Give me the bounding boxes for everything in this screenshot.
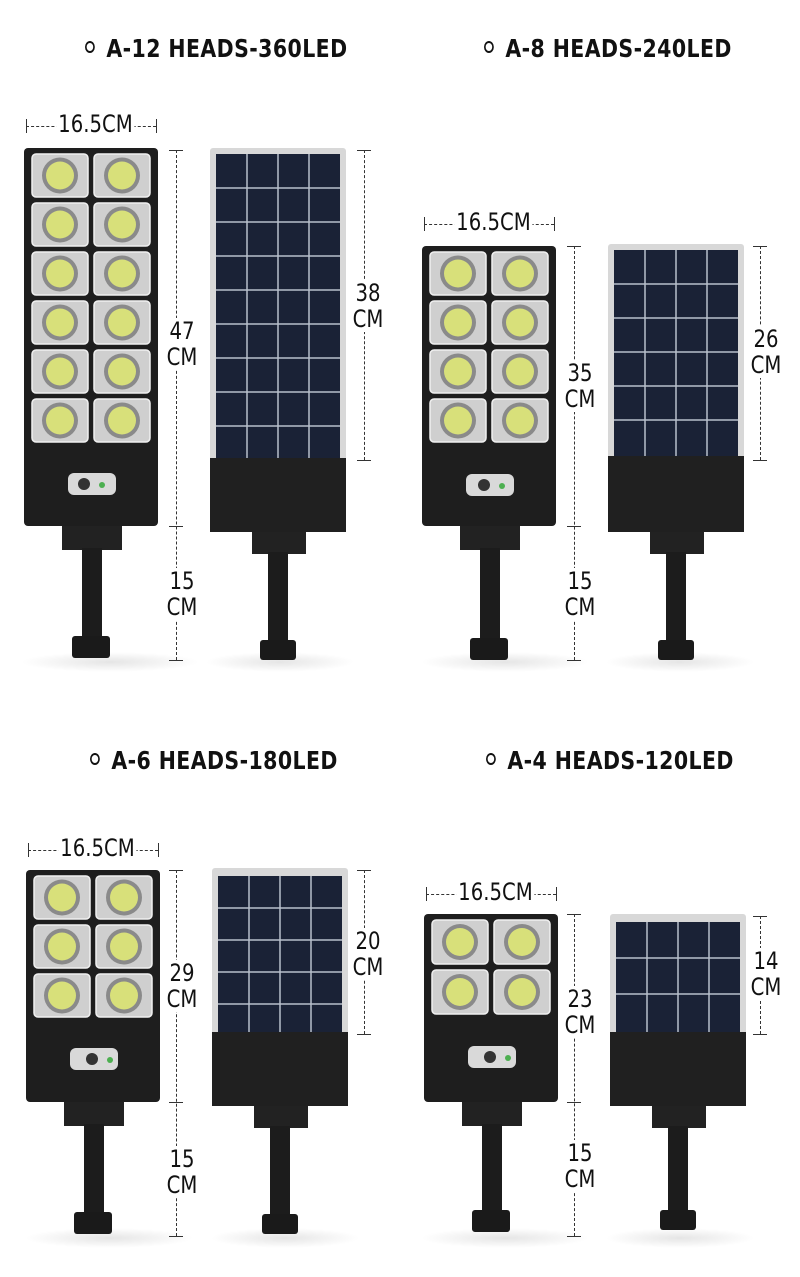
panel-title-a12: A-12 HEADS-360LED bbox=[85, 34, 348, 63]
led-chip bbox=[46, 357, 74, 386]
led-chip bbox=[506, 308, 534, 337]
led-chip bbox=[108, 357, 136, 386]
led-chip bbox=[108, 406, 136, 435]
led-light-fixture-a6 bbox=[26, 870, 160, 1234]
led-chip bbox=[506, 357, 534, 386]
led-chip bbox=[108, 259, 136, 288]
width-dimension-label: 16.5CM bbox=[56, 110, 135, 138]
led-chip bbox=[444, 406, 472, 435]
led-chip bbox=[508, 978, 536, 1006]
led-chip bbox=[506, 259, 534, 288]
led-chip bbox=[48, 932, 76, 961]
solar-panel-back-a4 bbox=[610, 914, 746, 1230]
width-dimension-label: 16.5CM bbox=[454, 208, 533, 236]
led-chip bbox=[48, 883, 76, 912]
led-chip bbox=[110, 883, 138, 912]
width-dimension-label: 16.5CM bbox=[456, 878, 535, 906]
led-light-fixture-a12 bbox=[24, 148, 158, 658]
led-chip bbox=[48, 981, 76, 1010]
led-chip bbox=[446, 928, 474, 956]
led-chip bbox=[444, 357, 472, 386]
led-chip bbox=[444, 308, 472, 337]
led-chip bbox=[446, 978, 474, 1006]
led-light-fixture-a4 bbox=[424, 914, 558, 1232]
led-chip bbox=[108, 161, 136, 190]
panel-title-a8: A-8 HEADS-240LED bbox=[484, 34, 732, 63]
bullet-icon bbox=[484, 41, 494, 53]
width-dimension-label: 16.5CM bbox=[58, 834, 137, 862]
panel-title-a4: A-4 HEADS-120LED bbox=[486, 746, 734, 775]
bullet-icon bbox=[90, 753, 100, 765]
bullet-icon bbox=[486, 753, 496, 765]
led-chip bbox=[46, 308, 74, 337]
led-chip bbox=[108, 210, 136, 239]
led-light-fixture-a8 bbox=[422, 246, 556, 660]
solar-panel-back-a12 bbox=[210, 148, 346, 660]
led-chip bbox=[46, 406, 74, 435]
solar-panel-back-a6 bbox=[212, 868, 348, 1234]
led-chip bbox=[110, 981, 138, 1010]
led-chip bbox=[108, 308, 136, 337]
led-chip bbox=[46, 259, 74, 288]
led-chip bbox=[110, 932, 138, 961]
led-chip bbox=[508, 928, 536, 956]
panel-title-a6: A-6 HEADS-180LED bbox=[90, 746, 338, 775]
bullet-icon bbox=[85, 41, 95, 53]
led-chip bbox=[46, 210, 74, 239]
solar-panel-back-a8 bbox=[608, 244, 744, 660]
led-chip bbox=[444, 259, 472, 288]
led-chip bbox=[46, 161, 74, 190]
led-chip bbox=[506, 406, 534, 435]
